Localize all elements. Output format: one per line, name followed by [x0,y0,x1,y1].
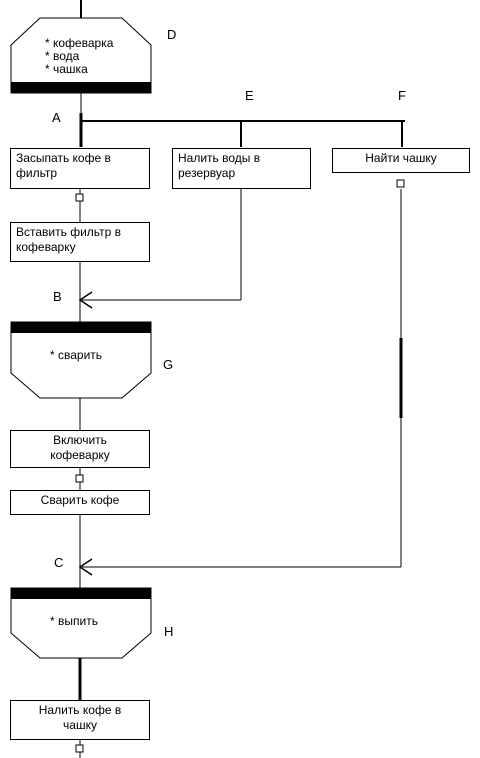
port-c1-c [75,474,84,483]
hex-g-text: * сварить [50,348,103,362]
label-g: G [163,357,174,372]
label-e: E [245,88,254,103]
port-c1-a [75,193,84,202]
arrow-b [78,291,93,309]
task-find-cup: Найти чашку [332,148,470,173]
hex-d-item: * вода [45,49,80,63]
task-insert-filter: Вставить фильтр в кофеварку [10,222,150,262]
hex-d-item: * кофеварка [45,36,114,50]
task-water-in-tank: Налить воды в резервуар [172,148,311,189]
port-f [396,179,405,188]
hex-d-list: * кофеварка * вода * чашка [45,37,113,76]
hex-d-bar [11,82,151,93]
label-c: C [54,555,64,570]
port-end [75,744,84,753]
task-pour-coffee: Налить кофе в чашку [10,700,150,740]
label-d: D [167,27,177,42]
label-h: H [164,624,174,639]
task-coffee-in-filter: Засыпать кофе в фильтр [10,148,150,189]
hex-d-item: * чашка [45,62,88,76]
hex-h-text: * выпить [50,614,98,628]
label-f: F [398,88,406,103]
label-b: B [53,289,62,304]
task-switch-on: Включить кофеварку [10,430,150,468]
label-a: A [52,110,61,125]
hex-h-bar [11,588,151,599]
hex-g-bar [11,322,151,333]
task-brew-coffee: Сварить кофе [10,490,150,515]
